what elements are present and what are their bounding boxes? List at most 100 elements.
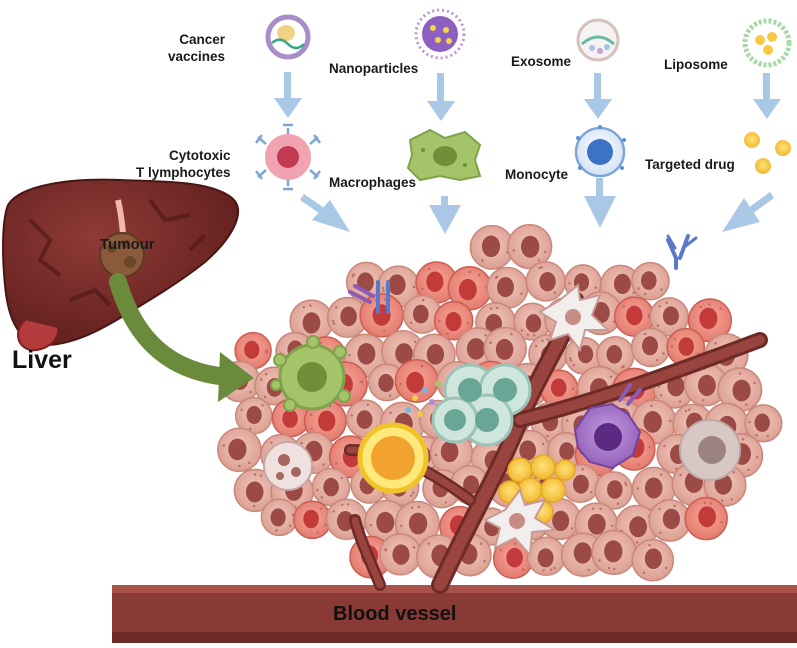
tumour-cell-nucleus [626,305,643,326]
tumour-cell-granule [665,301,668,305]
label-macrophages: Macrophages [329,175,417,190]
tumour-cell-granule [483,560,486,563]
tumour-cell-granule [587,568,590,572]
tumour-cell-granule [741,438,745,441]
tumour-cell-granule [748,420,751,424]
tumour-cell-granule [477,273,481,277]
tumour-cell-nucleus [506,547,523,568]
macrophage-icon [406,128,482,182]
tumour-cell-granule [566,419,569,422]
tumour-cell-granule [479,542,483,545]
tumour-cell-granule [346,503,350,506]
tumour-cell-granule [322,463,325,466]
tumour-cell-granule [609,375,613,378]
tumour-cell-granule [526,333,530,336]
tumour-cell-granule [708,303,711,306]
tumour-cell-granule [572,363,575,367]
tumour-cell-granule [581,468,584,471]
label-cancer-vaccines: Cancer vaccines [168,32,226,64]
exosome-icon [576,18,620,62]
tumour-cell-granule [249,391,252,394]
tumour-cell-nucleus [426,271,444,292]
tumour-cell-granule [613,567,616,571]
tumour-cell-granule [411,506,414,509]
tumour-cell-granule [428,267,431,271]
tumour-cell-granule [247,461,251,464]
label-cytotoxic-t-lymphocytes: Cytotoxic T lymphocytes [136,148,231,180]
tumour-cell-granule [383,330,386,333]
tumour-cell-nucleus [519,440,537,461]
tumour-cell-granule [399,382,403,386]
tumour-cell-nucleus [244,340,260,359]
tumour-cell-nucleus [587,513,606,535]
tumour-cell-nucleus [521,235,540,258]
tumour-cell-granule [389,411,392,414]
tumour-cell-nucleus [466,338,486,360]
tumour-cell-granule [222,444,225,447]
dendritic-cell [482,283,611,558]
tumour-cell-nucleus [754,413,770,432]
tumour-cell-granule [410,494,413,497]
tumour-cell-granule [669,419,672,422]
tumour-cell-granule [550,568,553,571]
tumour-cell-granule [348,354,351,357]
nanoparticle-fragments [405,381,441,417]
tumour-cell-granule [324,523,327,527]
tumour-cell-granule [411,491,415,494]
tumour-cell-granule [332,322,336,325]
tumour-cell-nucleus [340,306,357,327]
tumour-cell-granule [655,359,659,362]
tumour-cell-granule [309,413,313,416]
tumour-cell-granule [709,502,712,505]
tumour-cell-granule [381,286,385,290]
tumour-cell-granule [261,404,264,407]
tumour-cell-granule [309,304,312,307]
tumour-cell-granule [240,408,243,412]
tumour-cell-granule [766,435,770,438]
tumour-cell-granule [253,473,257,476]
tumour-cell-granule [320,496,323,499]
tumour-cell-granule [745,403,748,406]
tumour-cell-nucleus [463,475,480,495]
tumour-cell-granule [730,498,733,501]
grey-cell [679,419,741,481]
tumour-cell-nucleus [395,343,413,365]
tumour-cell-granule [636,487,639,490]
tumour-cell-nucleus [537,548,554,568]
tumour-cell-granule [332,510,335,513]
tumour-cell-granule [520,292,523,295]
tumour-cell-nucleus [378,373,394,393]
tumour-cell-granule [719,307,722,310]
tumour-cell-granule [331,319,335,323]
tumour-cell-granule [432,466,435,469]
targeted-drug-icon [744,132,791,174]
tumour-cell-nucleus [643,411,662,433]
tumour-cell-granule [637,463,640,466]
tumour-cell-nucleus [644,548,663,569]
tumour-cell-granule [468,270,472,274]
tumour-cell-nucleus [392,544,410,565]
tumour-cell-granule [688,408,691,411]
tumour-cell-granule [291,513,295,517]
blood-vessel [112,585,797,643]
tumour-cell-nucleus [318,410,336,432]
tumour-cell-granule [264,372,268,376]
tumour-cell-granule [624,481,627,484]
tumour-cell-granule [714,342,717,345]
tumour-cell-nucleus [323,477,339,497]
label-tumour: Tumour [100,236,155,253]
tumour-cell-granule [341,503,344,506]
tumour-cell-nucleus [408,512,428,535]
tumour-cell-granule [499,549,503,552]
tumour-cell-granule [625,483,628,486]
tumour-cell-granule [679,400,682,403]
flow-arrows [274,72,781,234]
tumour-cell-granule [621,366,624,369]
tumour-cell-granule [569,357,572,360]
tumour-cell-granule [369,523,372,527]
tumour-cell-granule [310,427,313,430]
tumour-cell-granule [238,464,241,468]
tumour-cell-granule [673,504,676,508]
t-lymphocyte-icon [255,123,321,191]
tumour-cell-granule [673,337,676,340]
